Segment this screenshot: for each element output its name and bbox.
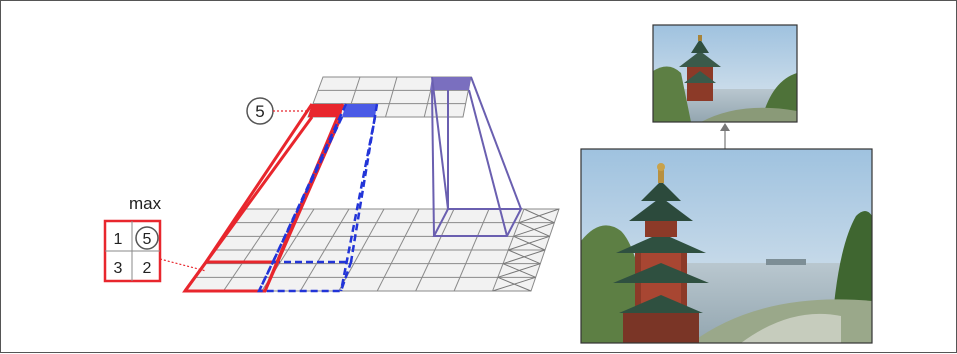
cross-mark bbox=[497, 263, 541, 278]
output-cell-red bbox=[308, 104, 343, 117]
input-image bbox=[580, 148, 873, 344]
cross-mark bbox=[513, 222, 555, 237]
max-pool-window: max 1 5 3 2 bbox=[103, 194, 207, 283]
output-value-callout: 5 bbox=[246, 97, 308, 125]
pool-value-top-right: 5 bbox=[143, 231, 152, 248]
output-value-text: 5 bbox=[255, 102, 264, 121]
downsample-arrow bbox=[720, 123, 730, 149]
output-feature-grid bbox=[307, 76, 472, 118]
output-cell-purple bbox=[430, 77, 471, 90]
cross-mark bbox=[508, 235, 550, 251]
output-cell-blue bbox=[342, 104, 377, 117]
max-label: max bbox=[129, 194, 162, 213]
cross-mark bbox=[518, 208, 560, 224]
red-projection-lines bbox=[183, 103, 345, 292]
pool-value-bottom-right: 2 bbox=[143, 260, 152, 277]
crossed-out-cells bbox=[492, 208, 560, 292]
output-image bbox=[652, 24, 798, 123]
pool-value-bottom-left: 3 bbox=[114, 260, 123, 277]
blue-projection-lines bbox=[257, 103, 379, 292]
purple-projection-lines bbox=[431, 76, 522, 237]
cross-mark bbox=[492, 276, 536, 292]
cross-mark bbox=[502, 249, 546, 265]
pool-value-top-left: 1 bbox=[114, 231, 123, 248]
